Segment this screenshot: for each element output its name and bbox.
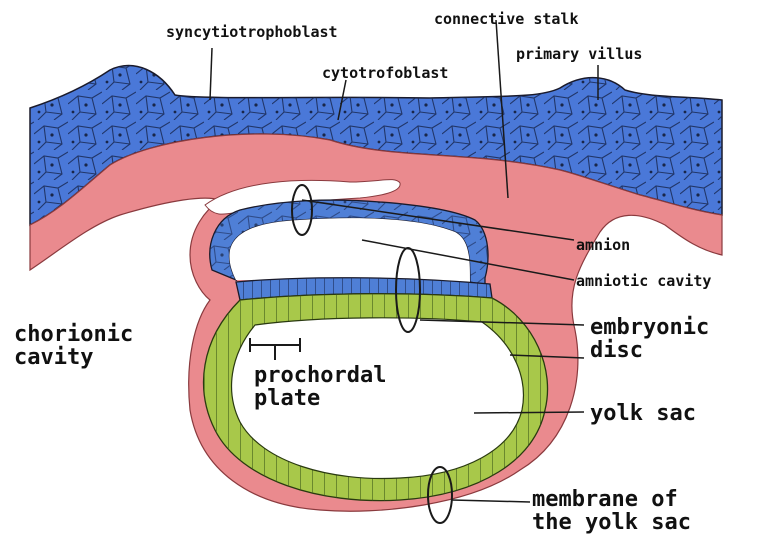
embryonic-disc-label: embryonic disc xyxy=(590,316,709,362)
yolk-sac-label: yolk sac xyxy=(590,402,696,425)
prochordal-plate-label: prochordal plate xyxy=(254,364,386,410)
amnion-label: amnion xyxy=(576,238,630,253)
chorionic-cavity-label: chorionic cavity xyxy=(14,323,133,369)
connective-stalk-label: connective stalk xyxy=(434,12,579,27)
membrane-of-yolk-sac-label: membrane of the yolk sac xyxy=(532,488,691,534)
syncytiotrophoblast-label: syncytiotrophoblast xyxy=(166,25,338,40)
primary-villus-label: primary villus xyxy=(516,47,642,62)
amniotic-cavity-label: amniotic cavity xyxy=(576,274,711,289)
amnion-layer xyxy=(210,200,488,285)
cytotrofoblast-label: cytotrofoblast xyxy=(322,66,448,81)
